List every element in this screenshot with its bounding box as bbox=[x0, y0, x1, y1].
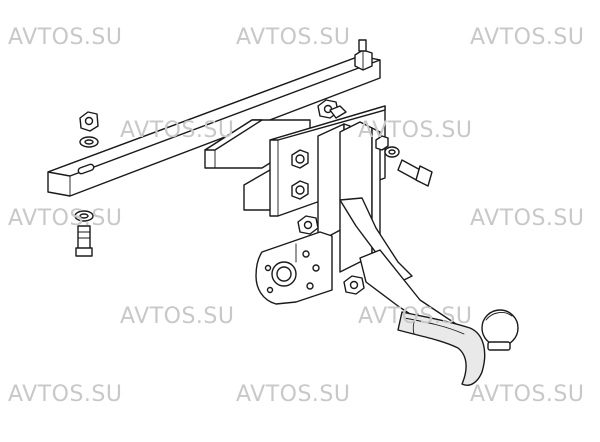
arm-nut bbox=[343, 275, 365, 295]
plate-nut-upper bbox=[291, 149, 309, 169]
left-bolt bbox=[74, 210, 94, 257]
top-nut bbox=[317, 99, 347, 119]
bracket-end-bolt bbox=[354, 39, 373, 71]
left-nut bbox=[79, 111, 99, 148]
watermark-text: AVTOS.SU bbox=[8, 206, 123, 231]
socket-plate bbox=[255, 231, 333, 305]
watermark-text: AVTOS.SU bbox=[8, 382, 123, 407]
plate-nut-lower bbox=[291, 180, 309, 200]
watermark-text: AVTOS.SU bbox=[470, 382, 585, 407]
watermark-text: AVTOS.SU bbox=[470, 25, 585, 50]
watermark-text: AVTOS.SU bbox=[470, 206, 585, 231]
mounting-bracket bbox=[47, 39, 381, 197]
tow-ball bbox=[481, 309, 519, 351]
side-nut bbox=[297, 215, 319, 235]
watermark-text: AVTOS.SU bbox=[236, 25, 351, 50]
watermark-text: AVTOS.SU bbox=[358, 304, 473, 329]
watermark-text: AVTOS.SU bbox=[236, 382, 351, 407]
tow-hook bbox=[397, 311, 486, 386]
watermark-text: AVTOS.SU bbox=[120, 304, 235, 329]
right-bolt-set bbox=[375, 135, 433, 187]
watermark-text: AVTOS.SU bbox=[358, 118, 473, 143]
watermark-text: AVTOS.SU bbox=[8, 25, 123, 50]
watermark-text: AVTOS.SU bbox=[120, 118, 235, 143]
